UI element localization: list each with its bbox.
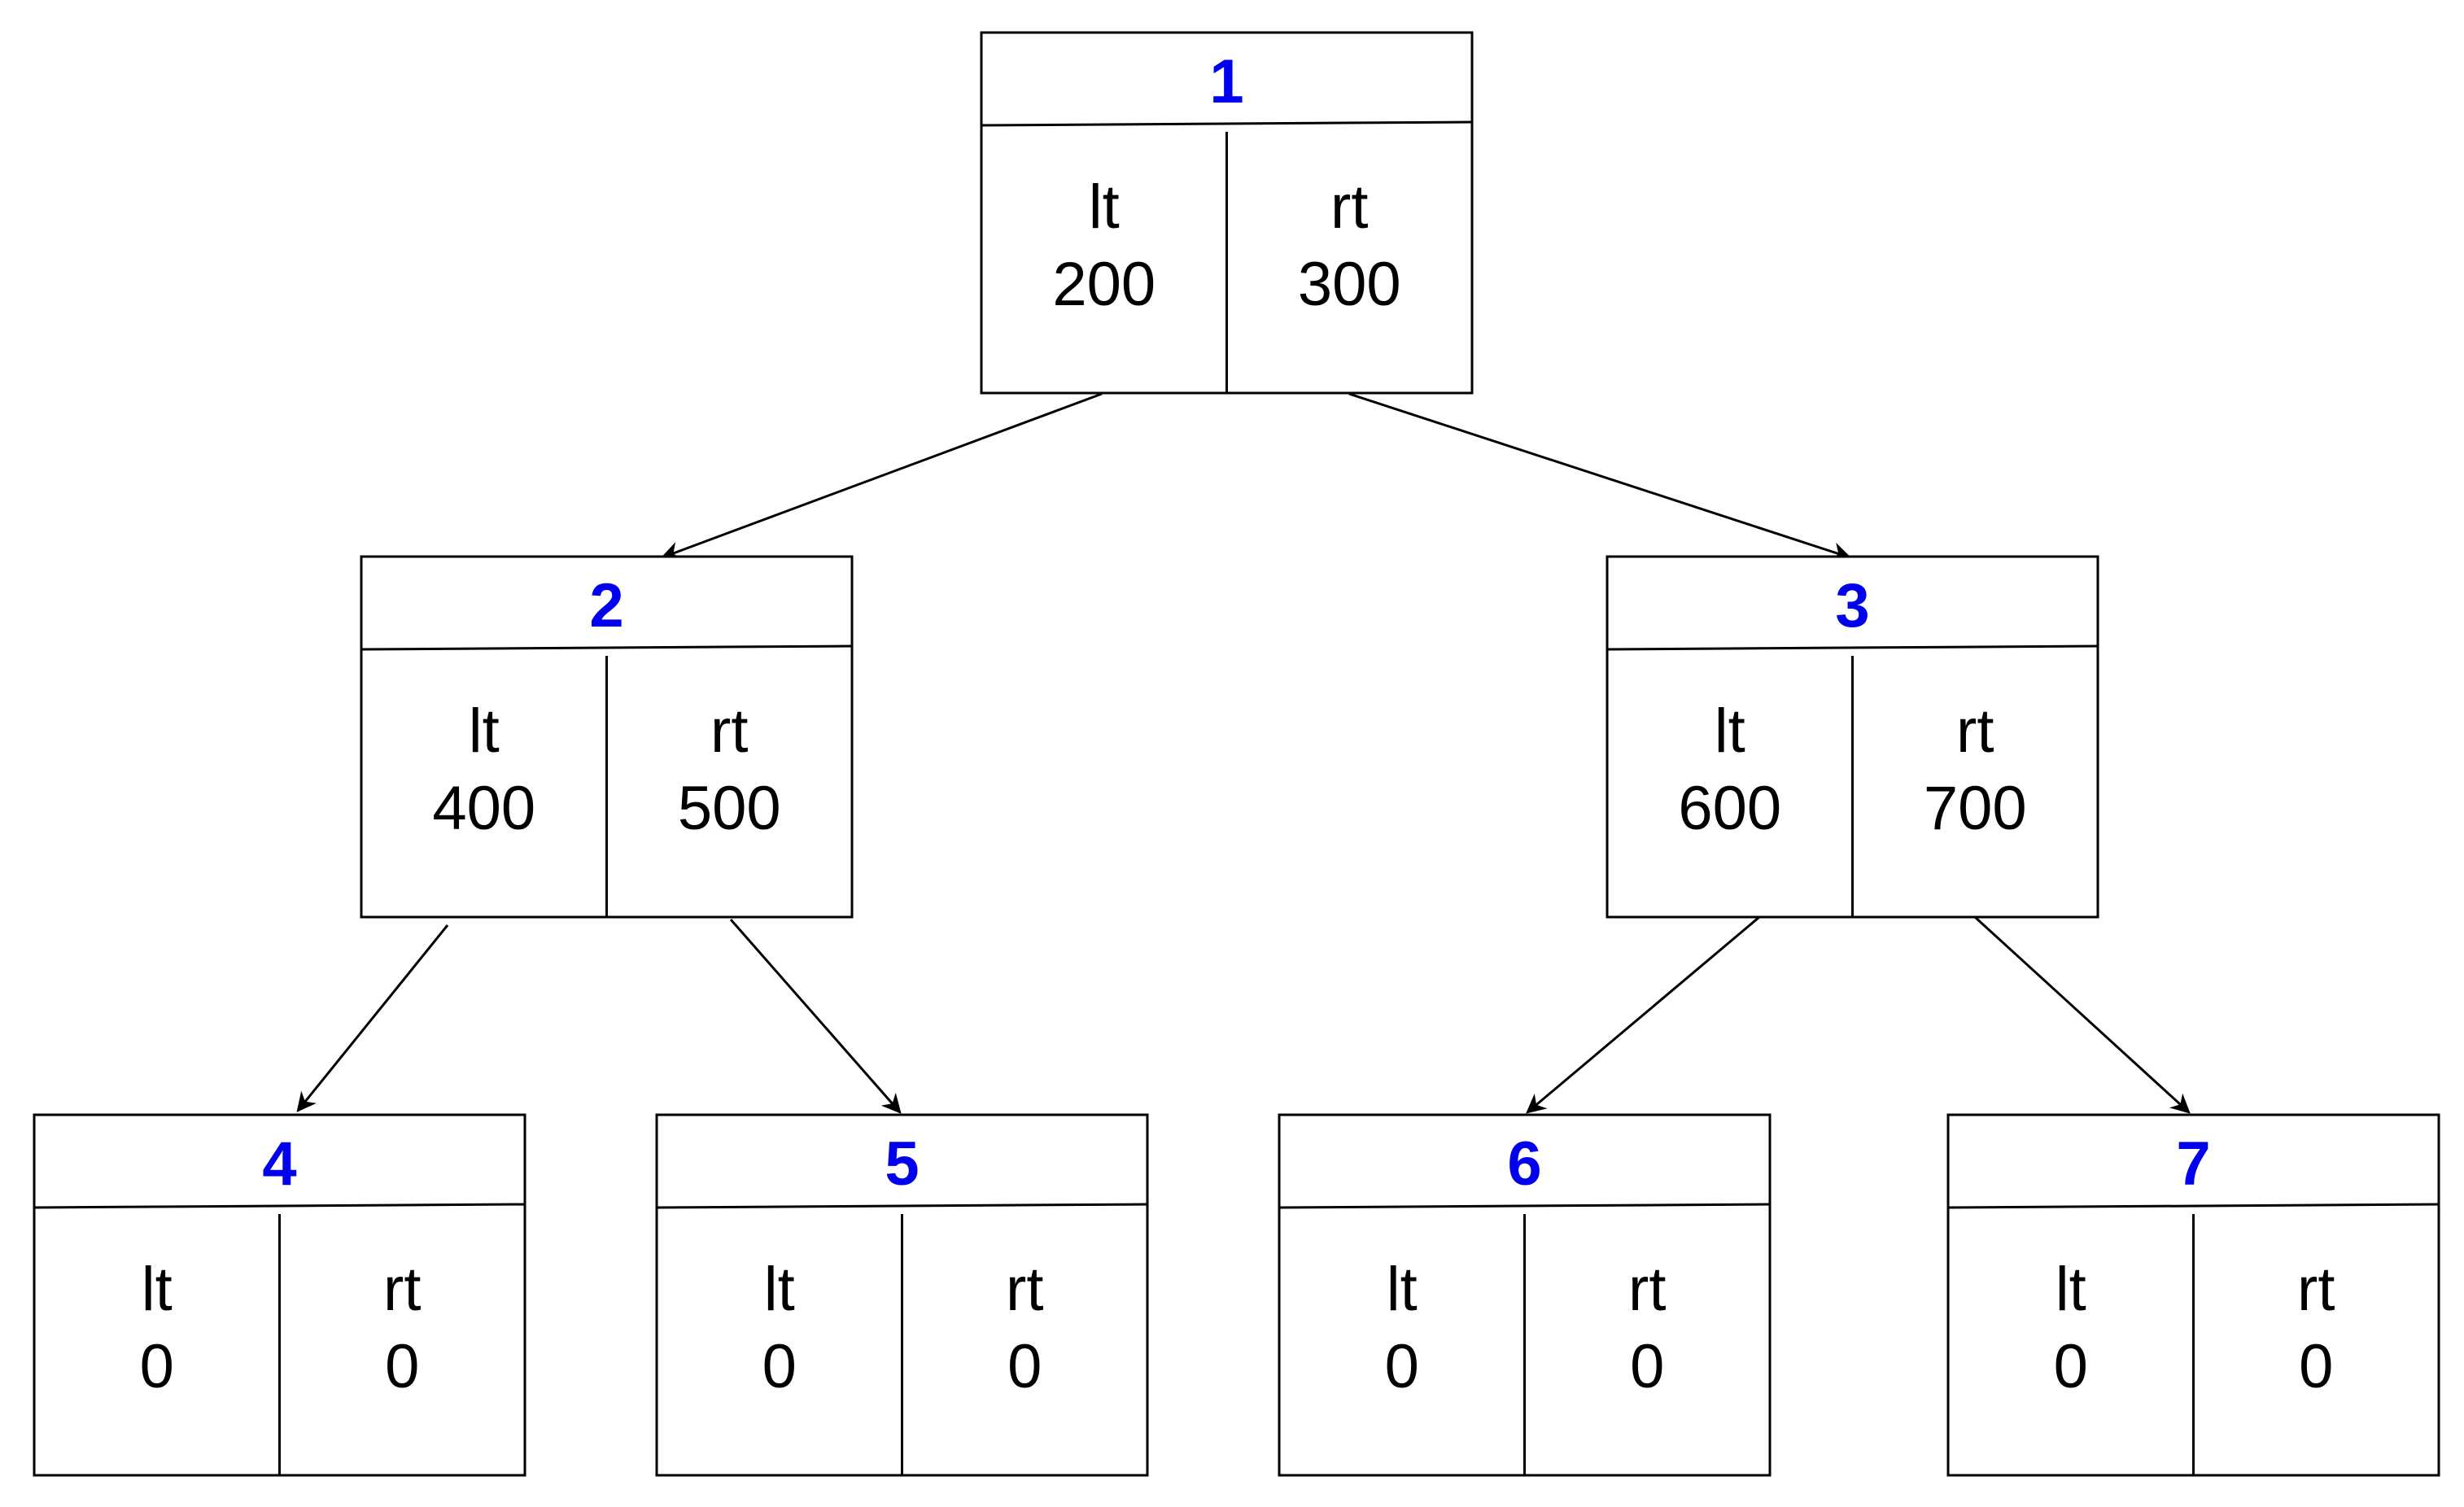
node-right-value: 300 (1298, 250, 1401, 319)
node-left-label: lt (469, 697, 500, 766)
node-header-divider (656, 1203, 1148, 1209)
node-left-value: 0 (2054, 1332, 2088, 1401)
node-left-label: lt (1715, 697, 1745, 766)
node-left-value: 400 (432, 774, 535, 843)
edges-layer (296, 392, 2191, 1114)
node-right-value: 0 (1007, 1332, 1042, 1401)
node-right-value: 700 (1924, 774, 2027, 843)
node-right-label: rt (1956, 697, 1994, 766)
node-right-label: rt (1628, 1255, 1666, 1324)
nodes-layer: 1lt200rt3002lt400rt5003lt600rt7004lt0rt0… (33, 31, 2440, 1477)
tree-node-5: 5 lt 0 rt 0 (655, 1113, 1149, 1477)
node-header-divider (33, 1203, 526, 1209)
node-right-label: rt (1330, 173, 1368, 242)
node-right-value: 500 (678, 774, 781, 843)
edge-2-to-4 (296, 924, 449, 1112)
node-left-label: lt (142, 1255, 173, 1324)
node-title: 1 (1209, 47, 1243, 116)
edge-3-to-6 (1526, 911, 1765, 1114)
node-left-label: lt (1387, 1255, 1418, 1324)
node-left-value: 0 (1385, 1332, 1419, 1401)
node-right-label: rt (2297, 1255, 2335, 1324)
node-left-label: lt (1089, 173, 1120, 242)
tree-node-6: 6 lt 0 rt 0 (1278, 1113, 1772, 1477)
tree-node-4: 4 lt 0 rt 0 (33, 1113, 526, 1477)
node-left-value: 0 (762, 1332, 797, 1401)
edge-1-to-3 (1348, 392, 1852, 561)
node-header-divider (981, 120, 1473, 127)
node-header-divider (1278, 1203, 1771, 1209)
tree-node-3: 3 lt 600 rt 700 (1606, 555, 2099, 919)
node-header-divider (360, 644, 853, 651)
node-left-label: lt (764, 1255, 795, 1324)
edge-2-to-5 (729, 919, 902, 1114)
tree-node-2: 2 lt 400 rt 500 (360, 555, 854, 919)
node-left-value: 600 (1678, 774, 1781, 843)
node-header-divider (1947, 1203, 2440, 1209)
node-right-value: 0 (385, 1332, 419, 1401)
node-right-value: 0 (2299, 1332, 2333, 1401)
node-title: 6 (1507, 1129, 1541, 1199)
node-header-divider (1606, 644, 2099, 651)
node-left-value: 200 (1052, 250, 1156, 319)
node-right-label: rt (1006, 1255, 1043, 1324)
node-title: 5 (885, 1129, 919, 1199)
node-right-label: rt (710, 697, 748, 766)
node-left-value: 0 (140, 1332, 174, 1401)
node-title: 7 (2176, 1129, 2210, 1199)
edge-1-to-2 (660, 392, 1103, 561)
tree-node-7: 7 lt 0 rt 0 (1946, 1113, 2440, 1477)
node-title: 2 (589, 571, 623, 640)
edge-3-to-7 (1973, 915, 2191, 1114)
tree-node-1: 1 lt 200 rt 300 (980, 31, 1474, 395)
node-right-label: rt (383, 1255, 421, 1324)
node-right-value: 0 (1630, 1332, 1664, 1401)
node-title: 4 (262, 1129, 296, 1199)
node-left-label: lt (2056, 1255, 2086, 1324)
node-title: 3 (1835, 571, 1869, 640)
